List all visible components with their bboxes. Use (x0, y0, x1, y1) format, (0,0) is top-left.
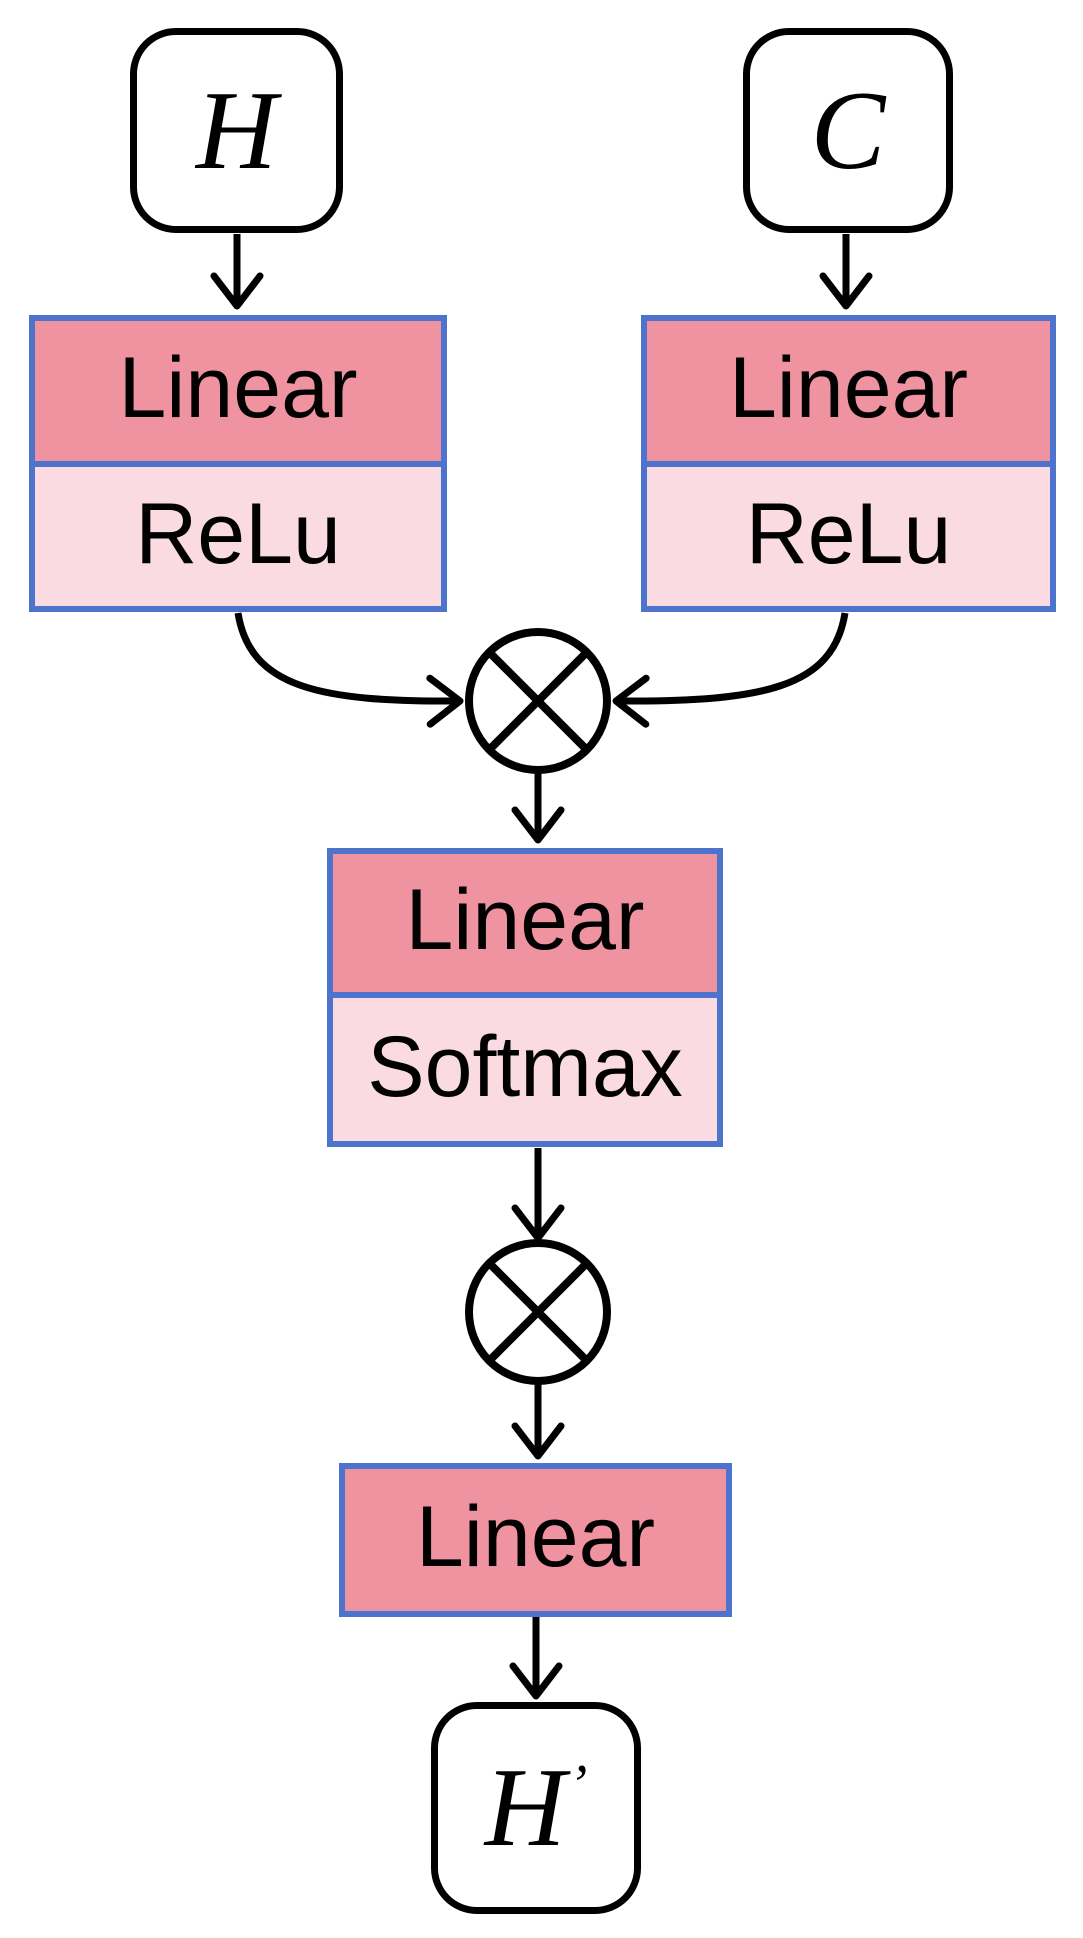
relu-block-left-label: ReLu (135, 485, 341, 582)
bottom-linear-label: Linear (415, 1489, 656, 1585)
relu-block-right-label: ReLu (745, 485, 952, 582)
linear-block-mid: Linear (327, 848, 723, 998)
right-branch-stack: Linear ReLu (641, 315, 1056, 612)
input-node-c: C (743, 28, 953, 233)
bottom-linear-block: Linear (339, 1463, 732, 1617)
output-h-label: H’ (484, 1746, 588, 1870)
left-branch-stack: Linear ReLu (29, 315, 447, 612)
input-node-h: H (130, 28, 343, 233)
linear-block-right: Linear (641, 315, 1056, 467)
curve-right-relu-to-multiply1 (612, 612, 849, 728)
linear-block-left: Linear (29, 315, 447, 467)
curve-left-relu-to-multiply1 (234, 612, 464, 728)
attention-stack: Linear Softmax (327, 848, 723, 1147)
softmax-block: Softmax (327, 992, 723, 1147)
multiply-operator-2-icon (465, 1239, 611, 1385)
softmax-block-label: Softmax (367, 1018, 683, 1115)
output-h-prime-mark: ’ (568, 1754, 588, 1816)
input-c-label: C (810, 68, 886, 193)
relu-block-right: ReLu (641, 461, 1056, 612)
output-node-h-prime: H’ (431, 1702, 641, 1914)
relu-block-left: ReLu (29, 461, 447, 612)
input-h-label: H (196, 68, 277, 193)
multiply-operator-1-icon (465, 628, 611, 774)
linear-block-left-label: Linear (118, 340, 358, 436)
linear-block-right-label: Linear (728, 340, 969, 436)
linear-block-mid-label: Linear (405, 872, 645, 968)
